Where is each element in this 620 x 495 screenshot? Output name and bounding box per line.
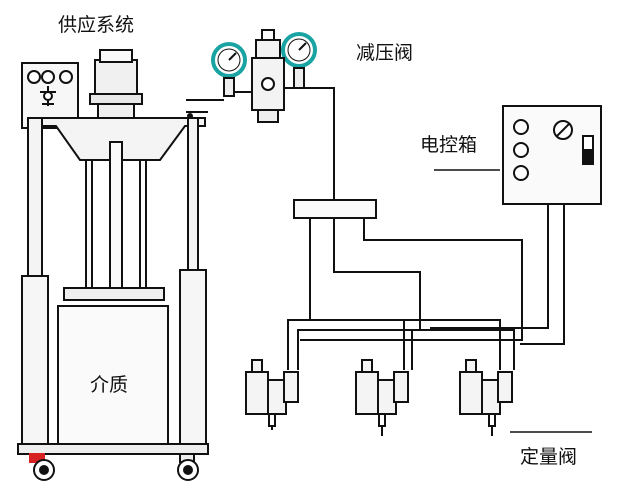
- support-beam: [39, 117, 206, 161]
- supply-system-label: 供应系统: [58, 14, 135, 36]
- electric-control-box: [502, 105, 602, 205]
- manifold-block: [293, 199, 377, 219]
- pressure-reducing-valve: [211, 29, 317, 123]
- indicator-light-1: [513, 119, 529, 135]
- metering-valve-label: 定量阀: [520, 446, 578, 468]
- right-leg: [179, 269, 207, 447]
- selector-knob-icon: [553, 120, 573, 140]
- medium-container: [57, 305, 169, 447]
- follower-plate: [63, 287, 165, 301]
- indicator-light-2: [513, 142, 529, 158]
- panel-gauge-2: [41, 70, 55, 84]
- medium-label: 介质: [90, 374, 129, 396]
- regulator-body: [234, 29, 300, 123]
- left-leg: [21, 275, 49, 447]
- control-box-label: 电控箱: [420, 134, 478, 156]
- metering-valve-1: [245, 359, 299, 430]
- toggle-switch-icon: [582, 135, 594, 165]
- regulator-outlet-pipe: [300, 87, 335, 200]
- leader-lines: [434, 169, 592, 433]
- right-post: [187, 117, 199, 279]
- left-pressure-gauge-icon: [211, 42, 247, 97]
- metering-valve-3: [459, 359, 513, 436]
- panel-gauge-1: [27, 70, 41, 84]
- metering-valve-2: [355, 359, 409, 436]
- piping: [186, 87, 565, 370]
- guide-rods: [85, 141, 147, 289]
- pressure-reducing-valve-label: 减压阀: [356, 42, 414, 64]
- left-post: [27, 117, 43, 279]
- right-pressure-gauge-icon: [281, 32, 317, 89]
- supply-system-unit: [17, 49, 209, 481]
- right-wheel: [177, 453, 199, 481]
- base-plate: [17, 443, 209, 455]
- indicator-light-3: [513, 165, 529, 181]
- panel-gauge-3: [59, 70, 73, 84]
- left-wheel: [29, 453, 55, 481]
